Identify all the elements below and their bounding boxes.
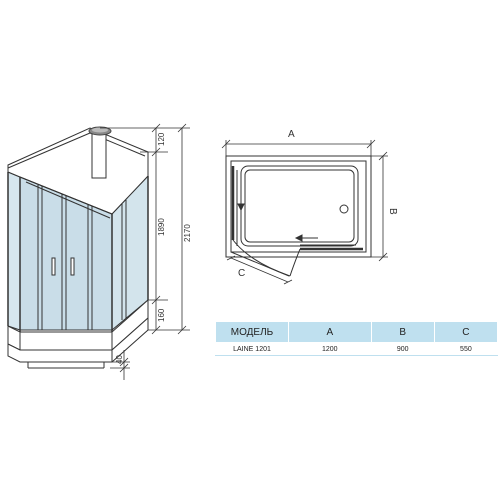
- cell-a: 1200: [288, 342, 372, 356]
- dim-label-total: 2170: [183, 224, 192, 242]
- header-b: B: [370, 321, 435, 343]
- rear-column: [91, 133, 107, 179]
- plan-label-a: A: [288, 129, 295, 140]
- dim-label-mid: 1890: [157, 218, 166, 236]
- side-glass-panel: [7, 171, 21, 331]
- cell-model: LAINE 1201: [215, 342, 289, 356]
- shower-cabin-plan: [225, 155, 372, 277]
- plan-label-b: B: [387, 208, 398, 215]
- cell-b: 900: [370, 342, 435, 356]
- door-handle-right: [70, 257, 75, 276]
- header-a: A: [288, 321, 372, 343]
- door-handle-left: [51, 257, 56, 276]
- plan-label-c: C: [238, 268, 245, 279]
- drain-icon: [339, 204, 349, 214]
- plan-dimension-a: [221, 139, 376, 156]
- dim-label-foot: 40: [115, 355, 124, 364]
- dim-label-top: 120: [157, 132, 166, 146]
- dim-label-base: 160: [157, 308, 166, 322]
- plan-tray: [240, 165, 359, 247]
- shower-cabin-perspective: [7, 126, 149, 369]
- cell-c: 550: [433, 342, 499, 356]
- header-c: C: [433, 321, 499, 343]
- side-dimensions: [100, 123, 190, 380]
- spec-table-header: МОДЕЛЬ A B C: [215, 321, 499, 343]
- table-row: LAINE 1201 1200 900 550: [215, 342, 499, 356]
- plan-dimension-c: [226, 255, 293, 285]
- spec-table: МОДЕЛЬ A B C LAINE 1201 1200 900 550: [215, 321, 499, 356]
- header-model: МОДЕЛЬ: [215, 321, 289, 343]
- plan-dimension-b: [371, 151, 388, 262]
